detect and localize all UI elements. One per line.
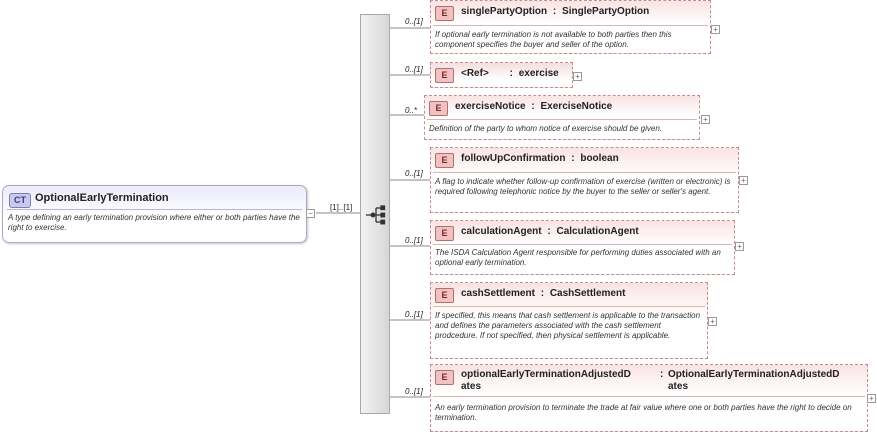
element-name-line: optionalEarlyTerminationAdjustedD	[461, 369, 631, 380]
element-badge: E	[435, 226, 454, 241]
element-type: exercise	[518, 68, 559, 79]
complex-type-box[interactable]: CT OptionalEarlyTermination A type defin…	[2, 185, 307, 243]
element-box-exercise-ref[interactable]: E <Ref> : exercise	[430, 62, 573, 88]
type-separator: :	[531, 101, 535, 112]
element-badge: E	[435, 370, 454, 385]
element-name: optionalEarlyTerminationAdjustedD ates	[461, 369, 631, 393]
element-box-cash-settlement[interactable]: E cashSettlement : CashSettlement If spe…	[430, 282, 708, 359]
element-badge: E	[435, 6, 454, 21]
plus-box-icon[interactable]: +	[708, 317, 717, 326]
sequence-compositor-icon	[366, 205, 386, 225]
element-name: <Ref>	[461, 68, 489, 79]
element-badge: E	[435, 153, 454, 168]
element-type: ExerciseNotice	[540, 101, 613, 112]
element-cardinality: 0..[1]	[405, 17, 423, 26]
type-separator: :	[509, 68, 513, 79]
plus-box-icon[interactable]: +	[711, 25, 720, 34]
element-cardinality: 0..[1]	[405, 65, 423, 74]
element-title: <Ref> : exercise	[461, 68, 559, 79]
divider	[7, 209, 302, 210]
divider	[433, 244, 732, 245]
element-name: exerciseNotice	[455, 101, 526, 112]
element-type: CashSettlement	[549, 288, 626, 299]
element-badge: E	[435, 68, 454, 83]
element-name: cashSettlement	[461, 288, 535, 299]
element-badge: E	[435, 288, 454, 303]
element-documentation: The ISDA Calculation Agent responsible f…	[435, 248, 721, 267]
complex-type-documentation: A type defining an early termination pro…	[8, 213, 300, 232]
plus-box-icon[interactable]: +	[573, 72, 582, 81]
sequence-cardinality: [1]..[1]	[330, 203, 353, 212]
sequence-compositor-bar[interactable]	[360, 14, 390, 414]
element-cardinality: 0..[1]	[405, 236, 423, 245]
plus-box-icon[interactable]: +	[701, 115, 710, 124]
element-cardinality: 0..[1]	[405, 387, 423, 396]
element-type: OptionalEarlyTerminationAdjustedD ates	[668, 369, 840, 393]
element-type: boolean	[580, 153, 619, 164]
element-box-single-party-option[interactable]: E singlePartyOption : SinglePartyOption …	[430, 0, 711, 54]
element-title: calculationAgent : CalculationAgent	[461, 226, 639, 237]
element-documentation: If optional early termination is not ava…	[435, 30, 672, 49]
element-box-calculation-agent[interactable]: E calculationAgent : CalculationAgent Th…	[430, 220, 735, 275]
complex-type-name: OptionalEarlyTermination	[35, 192, 169, 204]
element-cardinality: 0..[1]	[405, 310, 423, 319]
element-documentation: An early termination provision to termin…	[435, 403, 852, 422]
element-type: SinglePartyOption	[562, 6, 650, 17]
type-separator: :	[571, 153, 575, 164]
element-name: calculationAgent	[461, 226, 542, 237]
complex-type-badge: CT	[9, 193, 31, 208]
divider	[433, 25, 708, 26]
element-title: followUpConfirmation : boolean	[461, 153, 619, 164]
element-documentation: Definition of the party to whom notice o…	[429, 124, 663, 133]
type-separator: :	[552, 6, 557, 17]
element-cardinality: 0..[1]	[405, 169, 423, 178]
element-box-optional-early-termination-adjusted-dates[interactable]: E optionalEarlyTerminationAdjustedD ates…	[430, 364, 868, 432]
divider	[433, 396, 865, 397]
element-type-line: OptionalEarlyTerminationAdjustedD	[668, 369, 840, 380]
element-box-exercise-notice[interactable]: E exerciseNotice : ExerciseNotice Defini…	[424, 95, 700, 140]
type-separator: :	[540, 288, 545, 299]
element-box-follow-up-confirmation[interactable]: E followUpConfirmation : boolean A flag …	[430, 147, 739, 213]
element-name: singlePartyOption	[461, 6, 548, 17]
element-cardinality: 0..*	[405, 106, 418, 115]
divider	[433, 172, 736, 173]
type-separator: :	[547, 226, 551, 237]
element-title: cashSettlement : CashSettlement	[461, 288, 625, 299]
collapse-box-icon[interactable]: −	[306, 209, 315, 218]
plus-box-icon[interactable]: +	[735, 242, 744, 251]
element-type-line: ates	[668, 381, 689, 392]
element-title: exerciseNotice : ExerciseNotice	[455, 101, 612, 112]
element-documentation: A flag to indicate whether follow-up con…	[435, 177, 731, 196]
divider	[427, 119, 697, 120]
plus-box-icon[interactable]: +	[867, 394, 876, 403]
element-type: CalculationAgent	[556, 226, 639, 237]
element-badge: E	[429, 101, 448, 116]
type-separator: :	[660, 369, 664, 380]
divider	[433, 306, 705, 307]
element-documentation: If specified, this means that cash settl…	[435, 311, 701, 340]
element-title: singlePartyOption : SinglePartyOption	[461, 6, 649, 17]
plus-box-icon[interactable]: +	[739, 176, 748, 185]
element-name: followUpConfirmation	[461, 153, 566, 164]
element-name-line: ates	[461, 381, 482, 392]
